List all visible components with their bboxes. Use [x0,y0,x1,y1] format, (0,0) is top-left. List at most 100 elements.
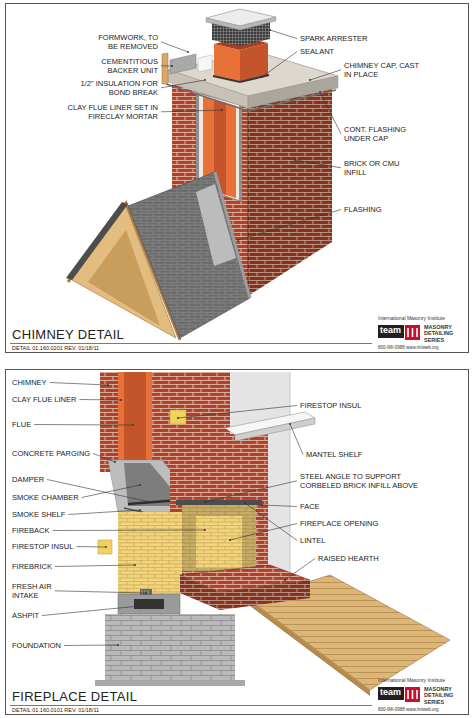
callout-label: RAISED HEARTH [318,555,398,564]
callout-label: FACE [300,503,360,512]
callout-text: SPARK ARRESTER [300,34,367,43]
leader-line [230,524,297,541]
callout-text: BRICK OR CMU INFILL [344,159,399,177]
callout-text: CHIMNEY CAP, CAST IN PLACE [344,61,419,79]
leader-line [262,52,297,78]
leader-tip [132,424,134,426]
logo-text: 800-IMI-0988 www.imiweb.org [378,345,439,350]
callout-text: CONCRETE PARGING [12,449,90,458]
leader-line [295,160,341,168]
callout-label: FORMWORK, TO BE REMOVED [94,34,158,51]
callout-text: CEMENTITIOUS BACKER UNIT [101,57,158,75]
detail-panel: CHIMNEY DETAIL DETAIL 01.160.0201 REV. 01… [5,3,469,353]
callout-text: RAISED HEARTH [318,554,379,563]
callout-text: STEEL ANGLE TO SUPPORT CORBELED BRICK IN… [300,472,418,490]
logo-text: 800-IMI-0988 www.imiweb.org [378,707,439,712]
logo-text: International Masonry Institute [378,315,445,321]
callout-text: CONT. FLASHING UNDER CAP [344,125,406,143]
callout-label: International Masonry Institute [378,678,470,684]
leader-tip [204,529,206,531]
leader-tip [187,51,189,53]
callout-label: SPARK ARRESTER [300,35,390,44]
leader-tip [149,604,151,606]
panel-title: CHIMNEY DETAIL [12,327,124,342]
callout-label: team [380,326,404,336]
callout-label: FLUE [12,421,98,430]
leader-line [270,30,297,39]
logo-text: team [380,687,401,697]
logo-text: MASONRY DETAILING SERIES [424,324,453,343]
callout-label: International Masonry Institute [378,316,470,322]
leader-line [64,645,118,647]
callout-label: CLAY FLUE LINER [12,396,98,405]
leader-line [310,70,341,80]
leader-line [50,383,108,386]
leader-line [82,485,140,498]
leader-line [161,80,205,88]
leader-line [93,454,115,463]
leader-line [262,505,297,507]
callout-label: FIRESTOP INSUL [300,402,390,411]
leader-tip [105,546,107,548]
panel-title: FIREPLACE DETAIL [12,689,137,704]
callout-text: FOUNDATION [12,641,61,650]
leader-tip [221,109,223,111]
callout-label: FOUNDATION [12,642,98,651]
leader-tip [134,564,136,566]
callout-label: CHIMNEY CAP, CAST IN PLACE [344,62,424,79]
leader-tip [139,509,141,511]
leader-tip [309,79,311,81]
callout-label: 1/2" INSULATION FOR BOND BREAK [74,80,158,97]
callout-label: CHIMNEY [12,379,98,388]
leader-tip [229,539,231,541]
leader-tip [284,579,286,581]
callout-text: FLUE [12,420,31,429]
callout-label: SEALANT [300,48,360,57]
leader-line [161,42,188,52]
callout-label: STEEL ANGLE TO SUPPORT CORBELED BRICK IN… [300,473,432,490]
callout-text: FIREBACK [12,526,50,535]
callout-label: MANTEL SHELF [306,451,386,460]
callout-label: SMOKE CHAMBER [12,494,98,503]
leader-line [55,591,146,593]
callout-label: DAMPER [12,476,98,485]
detail-number: DETAIL 01.160.0201 REV. 01/18/11 [12,345,99,352]
detail-number: DETAIL 01.160.0101 REV. 01/18/11 [12,707,99,714]
leader-tip [269,29,271,31]
callout-label: SMOKE SHELF [12,511,98,520]
leader-line [55,565,135,567]
callout-label: FIRESTOP INSUL [12,543,98,552]
leader-tip [261,76,263,78]
leader-line [285,559,315,581]
logo-text: MASONRY DETAILING SERIES [424,686,453,705]
leader-line [320,92,341,134]
callout-text: FIRESTOP INSUL [12,542,73,551]
callout-label: FIREBRICK [12,563,98,572]
callout-label: ASHPIT [12,612,98,621]
logo-text: International Masonry Institute [378,677,445,683]
leader-tip [204,501,206,503]
leader-line [53,530,205,532]
leader-line [161,65,172,66]
callout-text: ASHPIT [12,611,39,620]
callout-text: CLAY FLUE LINER SET IN FIRECLAY MORTAR [68,103,158,121]
leader-tip [261,504,263,506]
callout-text: FRESH AIR INTAKE [12,582,52,600]
callout-text: FACE [300,502,320,511]
leader-line [178,406,297,419]
callout-text: FIREPLACE OPENING [300,519,378,528]
detail-panel: FIREPLACE DETAIL DETAIL 01.160.0101 REV. … [5,369,469,715]
leader-line [34,424,133,426]
callout-text: DAMPER [12,475,44,484]
leader-line [42,605,150,616]
callout-label: CONT. FLASHING UNDER CAP [344,126,424,143]
callout-label: MASONRY DETAILING SERIES [424,324,468,343]
leader-line [161,110,222,112]
leader-tip [204,79,206,81]
callout-text: CLAY FLUE LINER [12,395,76,404]
leader-tip [289,423,291,425]
leader-tip [114,461,116,463]
leader-line [205,481,297,502]
callout-label: team [380,688,404,698]
callout-label: FLASHING [344,206,404,215]
